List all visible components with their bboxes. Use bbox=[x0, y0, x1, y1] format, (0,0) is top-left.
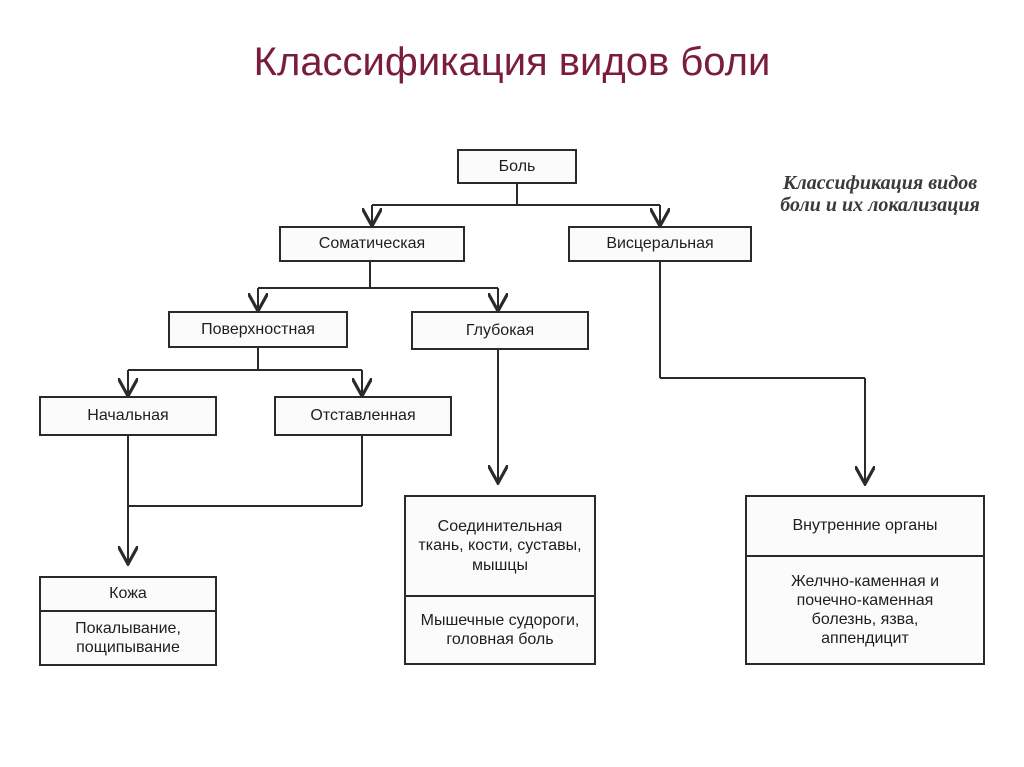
node-delayed: Отставленная bbox=[274, 396, 452, 436]
node-deep: Глубокая bbox=[411, 311, 589, 350]
node-connective-head: Соединительная ткань, кости, суставы, мы… bbox=[418, 518, 582, 574]
node-somatic: Соматическая bbox=[279, 226, 465, 262]
node-skin-desc: Покалывание, пощипывание bbox=[41, 610, 215, 664]
slide-title: Классификация видов боли bbox=[253, 40, 771, 84]
node-superficial: Поверхностная bbox=[168, 311, 348, 348]
node-internal-head: Внутренние органы bbox=[792, 517, 938, 535]
node-initial: Начальная bbox=[39, 396, 217, 436]
side-note: Классификация видов боли и их локализаци… bbox=[780, 172, 980, 217]
node-pain: Боль bbox=[457, 149, 577, 184]
node-connective: Соединительная ткань, кости, суставы, мы… bbox=[404, 495, 596, 665]
node-visceral: Висцеральная bbox=[568, 226, 752, 262]
node-internal: Внутренние органы Желчно-каменная и поче… bbox=[745, 495, 985, 665]
node-internal-desc: Желчно-каменная и почечно-каменная болез… bbox=[747, 555, 983, 663]
node-connective-desc: Мышечные судороги, головная боль bbox=[406, 595, 594, 663]
node-skin: Кожа Покалывание, пощипывание bbox=[39, 576, 217, 666]
node-skin-head: Кожа bbox=[109, 585, 147, 603]
